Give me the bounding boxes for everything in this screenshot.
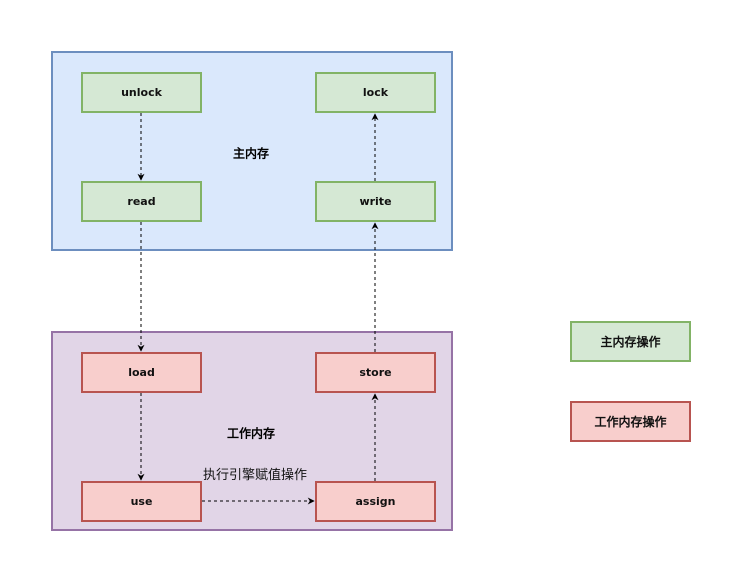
op-use[interactable]: use bbox=[81, 481, 202, 522]
op-load[interactable]: load bbox=[81, 352, 202, 393]
op-unlock[interactable]: unlock bbox=[81, 72, 202, 113]
op-read[interactable]: read bbox=[81, 181, 202, 222]
op-write[interactable]: write bbox=[315, 181, 436, 222]
work-memory-label: 工作内存 bbox=[226, 426, 276, 441]
legend-work-ops: 工作内存操作 bbox=[570, 401, 691, 442]
main-memory-label: 主内存 bbox=[232, 146, 270, 161]
legend-main-ops: 主内存操作 bbox=[570, 321, 691, 362]
op-store[interactable]: store bbox=[315, 352, 436, 393]
edge-label-use-to-assign: 执行引擎赋值操作 bbox=[203, 468, 308, 483]
op-assign[interactable]: assign bbox=[315, 481, 436, 522]
op-lock[interactable]: lock bbox=[315, 72, 436, 113]
